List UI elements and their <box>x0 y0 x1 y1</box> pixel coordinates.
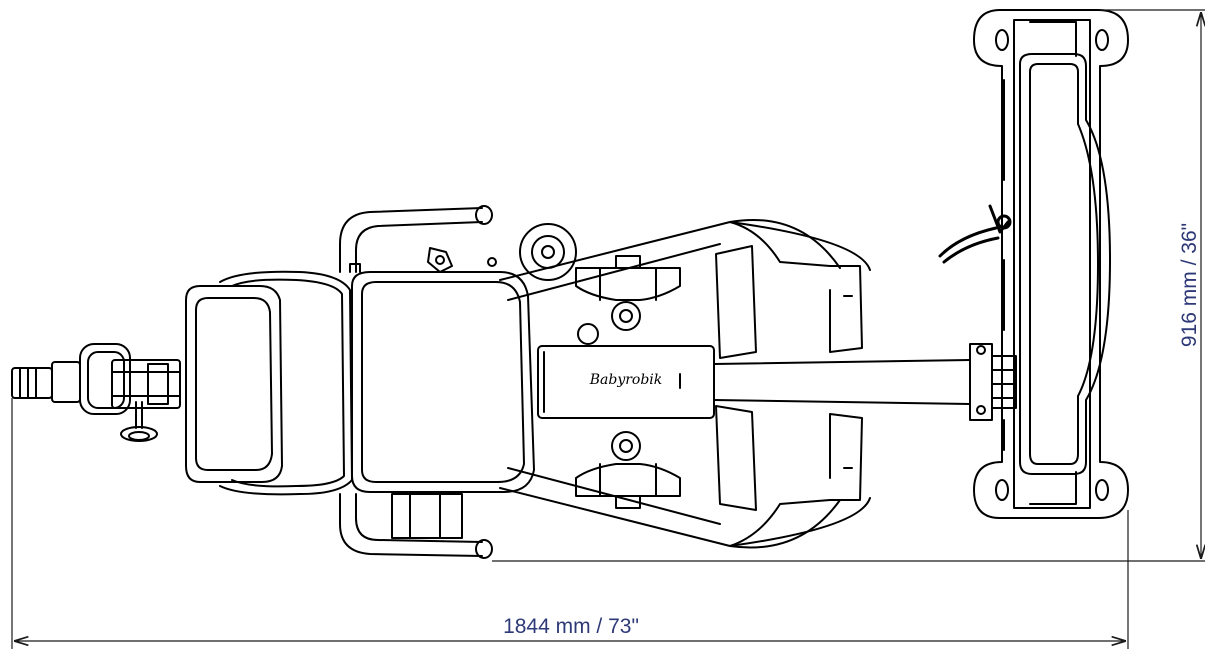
upper-handle-bar <box>339 205 493 273</box>
overall-width-dimension <box>492 9 1205 562</box>
tension-lever <box>938 204 1012 264</box>
upper-flywheel <box>519 223 577 281</box>
overall-length-dimension <box>11 398 1129 649</box>
back-pad <box>185 270 353 496</box>
lower-handle-bar <box>339 493 493 559</box>
seat-pad <box>351 271 535 493</box>
front-stabilizer-pad <box>995 19 1111 509</box>
overall-width-label: 916 mm / 36" <box>1178 223 1201 347</box>
upper-foot-pedal <box>715 221 863 359</box>
upper-mount-bracket <box>427 247 497 273</box>
crank-pivot-lower <box>611 431 641 461</box>
upper-pedal-bracket <box>575 255 681 301</box>
rear-adjustment-handle <box>11 343 181 415</box>
front-joint-plate <box>969 343 1017 421</box>
overall-length-label: 1844 mm / 73" <box>503 615 639 638</box>
pop-pin-knob <box>120 401 158 442</box>
main-beam <box>537 345 971 419</box>
crank-pivot-upper <box>577 301 641 345</box>
lower-foot-pedal <box>715 405 863 547</box>
front-stabilizer-outline <box>973 9 1129 519</box>
lower-pedal-bracket <box>575 463 681 509</box>
brand-logo: Babyrobik <box>589 372 663 388</box>
crank-frame <box>499 218 871 549</box>
